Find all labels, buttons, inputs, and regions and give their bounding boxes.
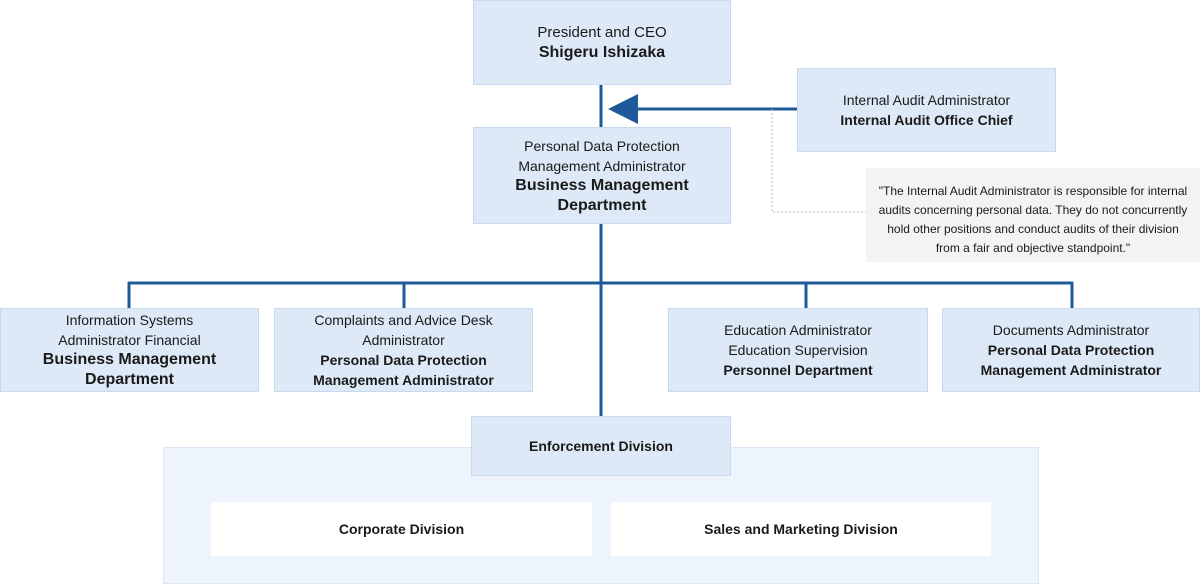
enforcement-box: Enforcement Division	[471, 416, 731, 476]
education-role-2: Education Supervision	[728, 342, 868, 358]
enforcement-title: Enforcement Division	[529, 438, 673, 454]
complaints-box: Complaints and Advice Desk Administrator…	[274, 308, 533, 392]
education-box: Education Administrator Education Superv…	[668, 308, 928, 392]
audit-box: Internal Audit Administrator Internal Au…	[797, 68, 1056, 152]
audit-role: Internal Audit Administrator	[842, 92, 1011, 108]
corporate-division-box: Corporate Division	[211, 502, 592, 556]
audit-note: "The Internal Audit Administrator is res…	[866, 168, 1200, 262]
documents-holder: Personal Data Protection Management Admi…	[980, 342, 1162, 378]
note-connector	[771, 109, 866, 213]
info-sys-role: Information Systems Administrator Financ…	[58, 312, 201, 348]
ceo-holder: Shigeru Ishizaka	[538, 43, 666, 61]
complaints-role: Complaints and Advice Desk Administrator	[314, 312, 493, 348]
pdp-holder: Business Management Department	[515, 176, 689, 214]
corporate-division-label: Corporate Division	[338, 521, 465, 537]
info-sys-box: Information Systems Administrator Financ…	[0, 308, 259, 392]
pdp-role: Personal Data Protection Management Admi…	[518, 137, 686, 174]
sales-division-box: Sales and Marketing Division	[611, 502, 991, 556]
pdp-box: Personal Data Protection Management Admi…	[473, 127, 731, 224]
sales-division-label: Sales and Marketing Division	[704, 521, 898, 537]
info-sys-holder: Business Management Department	[42, 351, 217, 388]
documents-role: Documents Administrator	[992, 322, 1150, 338]
ceo-role: President and CEO	[537, 23, 667, 41]
ceo-box: President and CEO Shigeru Ishizaka	[473, 0, 731, 85]
complaints-holder: Personal Data Protection Management Admi…	[313, 352, 494, 388]
documents-box: Documents Administrator Personal Data Pr…	[942, 308, 1200, 392]
audit-holder: Internal Audit Office Chief	[840, 112, 1013, 128]
education-holder: Personnel Department	[723, 362, 873, 378]
education-role: Education Administrator	[724, 322, 872, 338]
